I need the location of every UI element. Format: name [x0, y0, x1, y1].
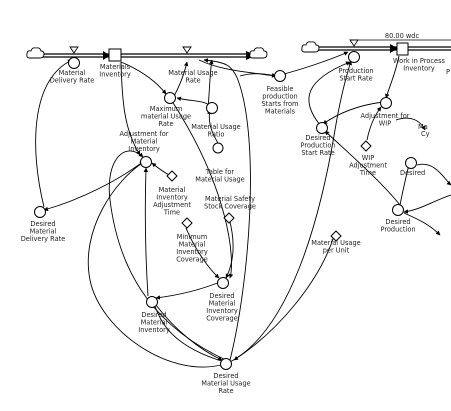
valve-material-usage [182, 46, 192, 54]
link-offscreen-right-3 [403, 212, 441, 236]
source-cloud-right [301, 41, 320, 53]
sink-cloud-middle [249, 47, 268, 59]
causal-links [35, 51, 426, 368]
constants [166, 140, 372, 242]
valve-production-start [349, 39, 359, 47]
flow-pipes [42, 44, 451, 60]
svg-text:Desired: Desired [400, 169, 425, 177]
link-offscreen-right [403, 194, 451, 214]
svg-text:P: P [446, 68, 450, 76]
svg-text:Cy: Cy [421, 130, 430, 138]
svg-text:Ma: Ma [418, 123, 428, 131]
header-value: 80.00 wdc [385, 32, 420, 40]
auxiliaries [34, 51, 417, 370]
valve-material-delivery [69, 46, 79, 54]
stock-work-in-process [396, 42, 409, 56]
stock-materials-inventory [108, 48, 122, 62]
link-offscreen-right-2 [416, 163, 451, 186]
source-cloud-left [26, 47, 45, 59]
